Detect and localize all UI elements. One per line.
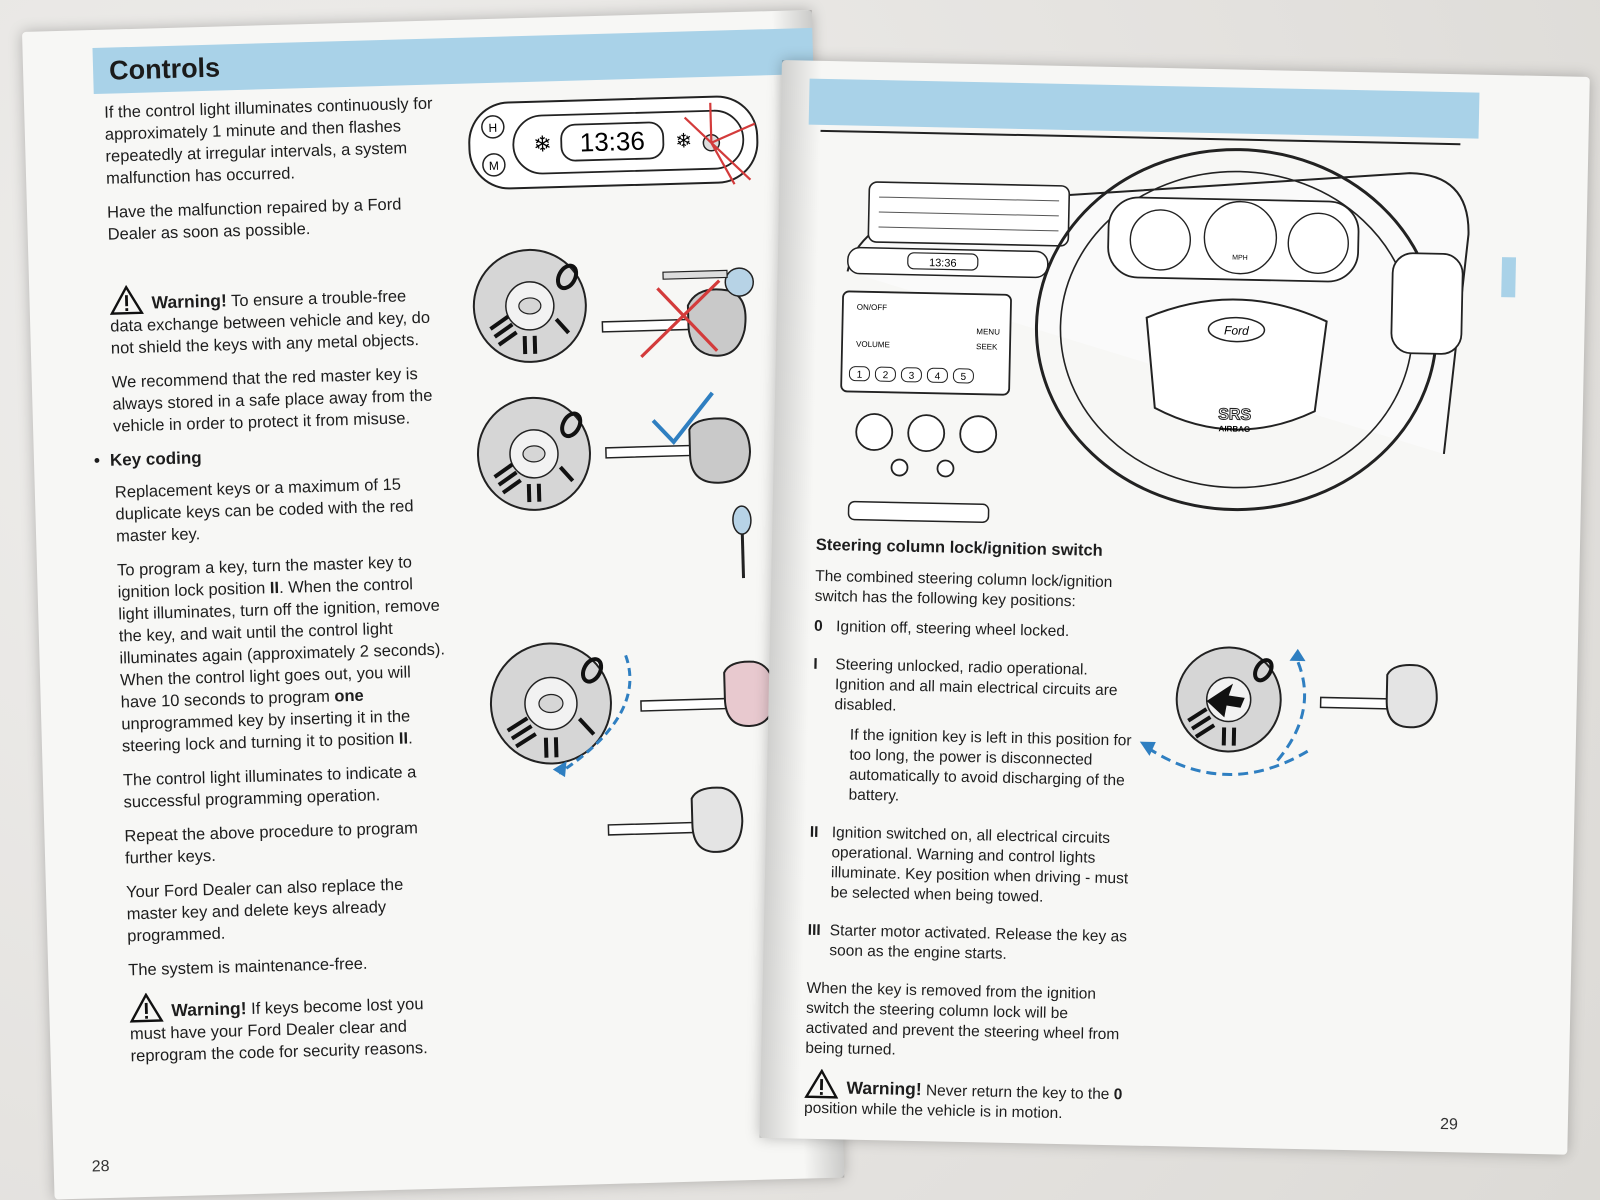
checkmark-icon	[651, 391, 714, 446]
control-display-illustration: H M ❄ 13:36 ❄	[468, 95, 759, 190]
key-icon	[1385, 664, 1438, 729]
ignition-lock-correct-illustration	[476, 391, 752, 579]
ford-logo-icon	[1207, 316, 1266, 343]
paragraph: When the key is removed from the ignitio…	[805, 979, 1120, 1059]
steering-brand: Ford	[1224, 323, 1249, 338]
paragraph-programming: To program a key, turn the master key to…	[117, 550, 452, 757]
paragraph: Replacement keys or a maximum of 15 dupl…	[114, 475, 414, 546]
snowflake-icon: ❄	[533, 131, 552, 157]
warning-block: Warning! To ensure a trouble-free data e…	[109, 276, 441, 359]
minute-button-label: M	[489, 159, 499, 173]
light-rays-icon	[683, 102, 756, 185]
emphasis-one: one	[334, 686, 364, 706]
left-text-column: If the control light illuminates continu…	[94, 93, 461, 1080]
paragraph: The combined steering column lock/igniti…	[814, 567, 1113, 611]
minute-button-icon	[482, 153, 506, 177]
ignition-lock-master-key-illustration	[489, 642, 776, 778]
subsection-heading: Steering column lock/ignition switch	[815, 535, 1103, 560]
warning-block: Warning! Never return the key to the 0 p…	[803, 1068, 1125, 1126]
speedometer-unit: MPH	[1232, 254, 1248, 261]
radio-label: SEEK	[976, 342, 998, 351]
key-position-II: II Ignition switched on, all electrical …	[808, 823, 1130, 920]
position-mark: 0	[1113, 1086, 1123, 1104]
position-mark: III	[807, 921, 821, 939]
dash-clock: 13:36	[929, 257, 957, 270]
radio-label: VOLUME	[856, 340, 890, 350]
warning-title: Warning!	[171, 998, 247, 1021]
preset-button-5: 5	[960, 372, 966, 383]
position-text: Starter motor activated. Release the key…	[829, 922, 1128, 963]
key-icon	[690, 786, 744, 853]
bullet-dot: •	[93, 450, 101, 471]
warning-text: Never return the key to the	[925, 1082, 1114, 1104]
radio-label: MENU	[976, 327, 1000, 336]
paragraph: Have the malfunction repaired by a Ford …	[106, 195, 402, 244]
rotate-arrow-icon	[558, 654, 632, 775]
cross-icon	[640, 279, 721, 358]
position-text: Steering unlocked, radio operational. Ig…	[834, 656, 1118, 715]
dashboard-illustration: 13:36 ON/OFF VOLUME SEEK MENU 1 2 3 4 5 …	[820, 129, 1470, 524]
paragraph: The control light illuminates to indicat…	[122, 763, 417, 812]
warning-triangle-icon	[109, 284, 144, 315]
bullet-heading-text: Key coding	[109, 448, 202, 470]
text-run: unprogrammed key by inserting it in the …	[121, 707, 411, 756]
section-title: Controls	[108, 52, 221, 86]
position-text: If the ignition key is left in this posi…	[848, 726, 1132, 805]
srs-label: SRS	[1218, 406, 1252, 424]
warning-triangle-icon	[804, 1068, 839, 1099]
warning-block: Warning! If keys become lost you must ha…	[129, 984, 461, 1067]
radio-label: ON/OFF	[857, 303, 888, 313]
hour-button-label: H	[488, 121, 497, 135]
paragraph: If the control light illuminates continu…	[104, 94, 433, 188]
warning-triangle-icon	[129, 992, 164, 1023]
left-page: Controls If the control light illuminate…	[22, 9, 845, 1200]
ignition-switch-positions-illustration	[1139, 646, 1438, 776]
preset-button-3: 3	[909, 371, 915, 382]
spare-key-illustration	[607, 786, 744, 853]
position-text: Ignition switched on, all electrical cir…	[830, 824, 1129, 906]
preset-button-2: 2	[883, 370, 889, 381]
paragraph: We recommend that the red master key is …	[111, 365, 433, 436]
paragraph: Repeat the above procedure to program fu…	[124, 819, 419, 868]
warning-text: position while the vehicle is in motion.	[803, 1099, 1063, 1123]
warning-title: Warning!	[151, 290, 228, 313]
right-page: 13:36 ON/OFF VOLUME SEEK MENU 1 2 3 4 5 …	[759, 60, 1590, 1155]
position-mark: 0	[813, 617, 823, 635]
page-number: 28	[91, 1158, 110, 1176]
paragraph: Your Ford Dealer can also replace the ma…	[125, 875, 404, 946]
preset-button-4: 4	[935, 371, 941, 382]
bullet-heading: • Key coding	[94, 440, 444, 472]
page-number: 29	[1439, 1116, 1459, 1134]
text-run: .	[407, 729, 413, 748]
key-position-III: III Starter motor activated. Release the…	[807, 921, 1128, 978]
paragraph: The system is maintenance-free.	[127, 954, 368, 980]
heater-controls-icon	[855, 413, 998, 478]
rotate-arrow-icon	[1146, 746, 1309, 776]
right-text-column: Steering column lock/ignition switch The…	[804, 535, 1136, 1136]
airbag-label: AIRBAG	[1218, 424, 1250, 434]
key-position-I: I Steering unlocked, radio operational. …	[810, 655, 1133, 822]
airbag-hub-icon	[1145, 298, 1328, 431]
side-vent-icon	[1390, 252, 1464, 355]
key-position-0: 0 Ignition off, steering wheel locked.	[814, 617, 1135, 654]
hour-button-icon	[481, 115, 505, 139]
rotate-direction-icon	[1206, 683, 1245, 718]
position-mark: II	[809, 823, 819, 841]
thumb-tab	[1501, 257, 1517, 298]
display-clock: 13:36	[579, 126, 645, 158]
warning-title: Warning!	[846, 1077, 922, 1100]
snowflake-icon: ❄	[675, 130, 692, 152]
preset-button-1: 1	[857, 370, 863, 381]
ignition-lock-metal-shield-illustration	[472, 248, 755, 363]
position-text: Ignition off, steering wheel locked.	[835, 618, 1070, 641]
